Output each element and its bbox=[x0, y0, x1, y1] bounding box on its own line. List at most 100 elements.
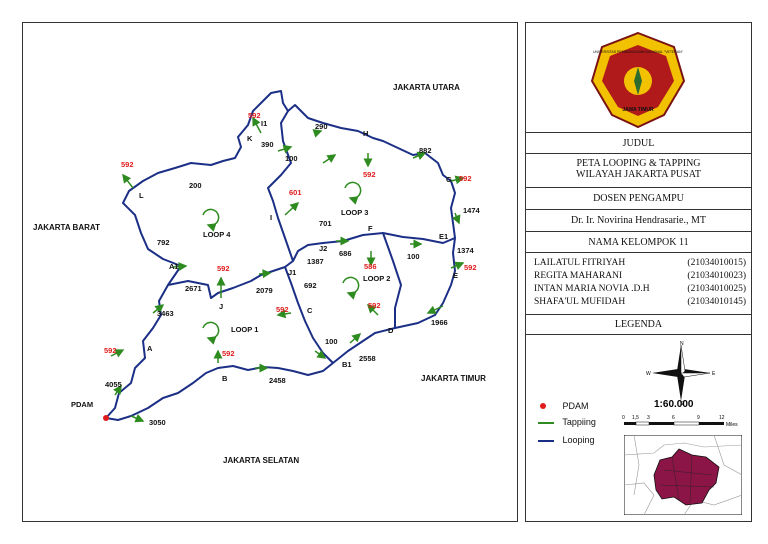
members-section: LAILATUL FITRIYAH(21034010015) REGITA MA… bbox=[526, 253, 751, 315]
pipe-length: 100 bbox=[325, 337, 338, 346]
node-a: A bbox=[147, 344, 153, 353]
pipe-length: 290 bbox=[315, 122, 328, 131]
legend-tapping: Tappiing bbox=[538, 417, 596, 427]
pipe-length: 701 bbox=[319, 219, 332, 228]
pipe-length: 686 bbox=[339, 249, 352, 258]
title-section: PETA LOOPING & TAPPING WILAYAH JAKARTA P… bbox=[526, 154, 751, 188]
pipe-length: 3463 bbox=[157, 309, 174, 318]
pipe-length: 2079 bbox=[256, 286, 273, 295]
pipe-length: 4055 bbox=[105, 380, 122, 389]
pipe-length: 2671 bbox=[185, 284, 202, 293]
tapping-flow-label: 592 bbox=[104, 346, 117, 355]
map-panel: JAKARTA UTARA JAKARTA BARAT JAKARTA TIMU… bbox=[22, 22, 518, 522]
svg-text:E: E bbox=[712, 371, 716, 377]
region-jakarta-timur: JAKARTA TIMUR bbox=[421, 374, 486, 383]
svg-text:Miles: Miles bbox=[726, 422, 738, 428]
node-b: B bbox=[222, 374, 228, 383]
node-l: L bbox=[139, 191, 144, 200]
tapping-flow-label: 592 bbox=[464, 263, 477, 272]
region-jakarta-utara: JAKARTA UTARA bbox=[393, 83, 460, 92]
tapping-flow-label: 592 bbox=[459, 174, 472, 183]
node-e1: E1 bbox=[439, 232, 448, 241]
loop-1-label: LOOP 1 bbox=[231, 325, 258, 334]
legend-pdam: PDAM bbox=[540, 401, 589, 411]
svg-text:3: 3 bbox=[647, 415, 650, 421]
tapping-flow-label: 586 bbox=[364, 262, 377, 271]
node-j1: J1 bbox=[288, 268, 296, 277]
svg-text:S: S bbox=[680, 401, 684, 405]
region-jakarta-selatan: JAKARTA SELATAN bbox=[223, 456, 299, 465]
svg-text:6: 6 bbox=[672, 415, 675, 421]
node-j: J bbox=[219, 302, 223, 311]
title-header: JUDUL bbox=[526, 133, 751, 154]
svg-text:1,5: 1,5 bbox=[632, 415, 639, 421]
pipe-length: 100 bbox=[285, 154, 298, 163]
loop-2-label: LOOP 2 bbox=[363, 274, 390, 283]
node-a1: A1 bbox=[169, 262, 179, 271]
node-d: D bbox=[388, 326, 394, 335]
tapping-flow-label: 592 bbox=[248, 111, 261, 120]
group-header: NAMA KELOMPOK 11 bbox=[526, 232, 751, 253]
pipe-length: 3050 bbox=[149, 418, 166, 427]
pipe-length: 1374 bbox=[457, 246, 475, 255]
tapping-flow-label: 592 bbox=[276, 305, 289, 314]
loop-3-label: LOOP 3 bbox=[341, 208, 368, 217]
map-canvas: JAKARTA UTARA JAKARTA BARAT JAKARTA TIMU… bbox=[33, 83, 486, 465]
legend-panel: JAWA TIMUR UNIVERSITAS PEMBANGUNAN NASIO… bbox=[525, 22, 752, 522]
looping-boundary bbox=[105, 90, 456, 421]
university-logo: JAWA TIMUR UNIVERSITAS PEMBANGUNAN NASIO… bbox=[590, 31, 686, 129]
region-jakarta-barat: JAKARTA BARAT bbox=[33, 223, 100, 232]
node-b1: B1 bbox=[342, 360, 352, 369]
legend-header: LEGENDA bbox=[526, 315, 751, 335]
looping-inner-3 bbox=[267, 110, 294, 262]
tapping-flow-label: 592 bbox=[368, 301, 381, 310]
logo-text-top: UNIVERSITAS PEMBANGUNAN NASIONAL "VETERA… bbox=[593, 50, 684, 54]
pipe-length: 692 bbox=[304, 281, 317, 290]
legend-looping: Looping bbox=[538, 435, 595, 445]
pipe-length: 2458 bbox=[269, 376, 286, 385]
title-line-2: WILAYAH JAKARTA PUSAT bbox=[576, 169, 701, 180]
node-k: K bbox=[247, 134, 253, 143]
title-line-1: PETA LOOPING & TAPPING bbox=[576, 158, 701, 169]
pdam-source-point bbox=[103, 415, 109, 421]
tapping-flow-label: 592 bbox=[217, 264, 230, 273]
scale-bar: 0 1,5 3 6 9 12 Miles bbox=[622, 415, 738, 428]
svg-text:W: W bbox=[646, 371, 651, 377]
svg-text:0: 0 bbox=[622, 415, 625, 421]
pdam-dot-icon bbox=[540, 403, 546, 409]
node-f: F bbox=[368, 224, 373, 233]
node-e: E bbox=[453, 271, 458, 280]
pipe-length: 100 bbox=[407, 252, 420, 261]
loop-4-label: LOOP 4 bbox=[203, 230, 231, 239]
pipe-length: 792 bbox=[157, 238, 170, 247]
tapping-flow-label: 592 bbox=[363, 170, 376, 179]
looping-inner-4 bbox=[382, 232, 402, 328]
pipe-length: 882 bbox=[419, 146, 432, 155]
pipe-length: 2558 bbox=[359, 354, 376, 363]
svg-text:12: 12 bbox=[719, 415, 725, 421]
lecturer-header: DOSEN PENGAMPU bbox=[526, 188, 751, 210]
lecturer-name: Dr. Ir. Novirina Hendrasarie., MT bbox=[526, 210, 751, 232]
pipe-length: 390 bbox=[261, 140, 274, 149]
tapping-flow-label: 592 bbox=[121, 160, 134, 169]
inset-map bbox=[624, 435, 742, 515]
jakarta-pusat-shape bbox=[653, 448, 720, 506]
tapping-arrows bbox=[110, 116, 465, 423]
scale-ratio: 1:60.000 bbox=[654, 399, 694, 410]
tapping-flow-label: 592 bbox=[222, 349, 235, 358]
pipe-length: 1387 bbox=[307, 257, 324, 266]
node-h: H bbox=[363, 129, 368, 138]
node-i1: I1 bbox=[261, 119, 267, 128]
svg-text:N: N bbox=[680, 341, 684, 347]
node-i: I bbox=[270, 213, 272, 222]
compass-rose-icon: N S W E bbox=[646, 341, 716, 405]
pipe-length: 200 bbox=[189, 181, 202, 190]
pipe-length: 1966 bbox=[431, 318, 448, 327]
looping-line-icon bbox=[538, 439, 554, 442]
logo-text-bottom: JAWA TIMUR bbox=[622, 107, 654, 113]
pipe-length: 1474 bbox=[463, 206, 481, 215]
tapping-flow-label: 601 bbox=[289, 188, 302, 197]
loop-symbols bbox=[202, 181, 362, 345]
node-g: G bbox=[446, 175, 452, 184]
logo-section: JAWA TIMUR UNIVERSITAS PEMBANGUNAN NASIO… bbox=[526, 23, 751, 133]
